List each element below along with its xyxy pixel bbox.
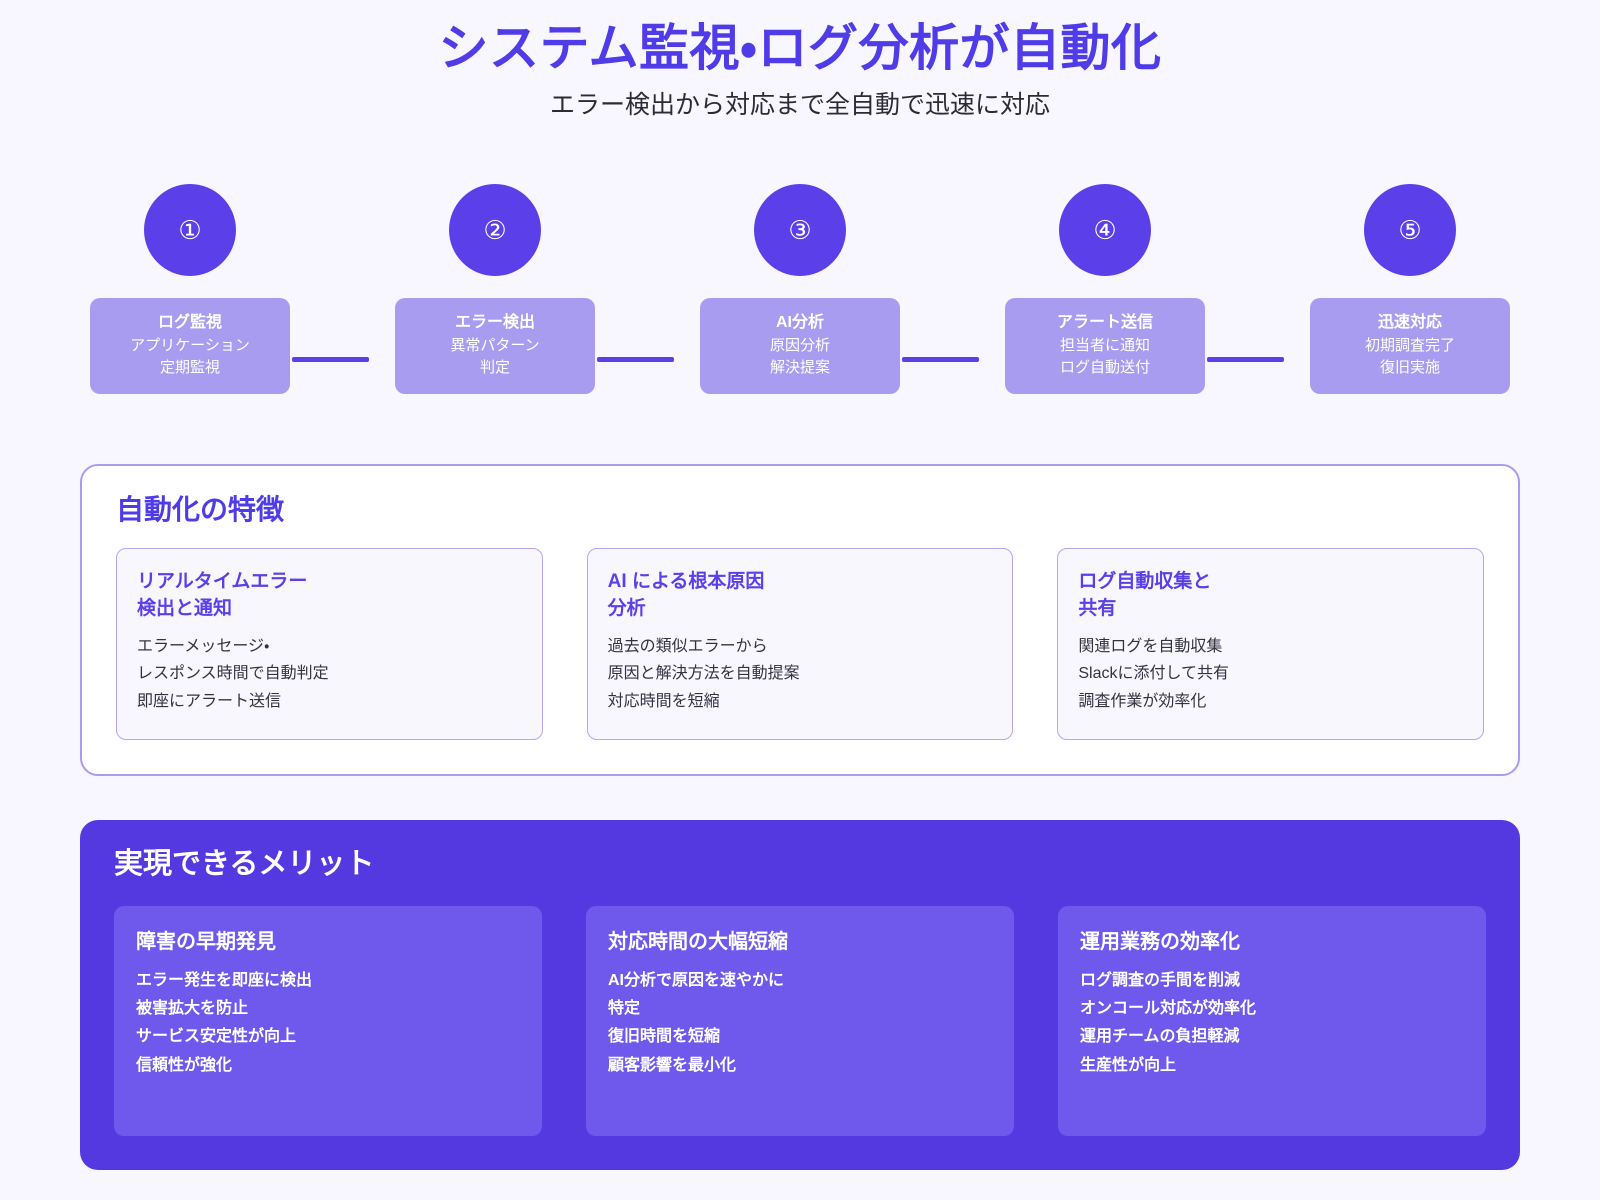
- step-detail-line-2: 復旧実施: [1379, 359, 1440, 377]
- benefit-card[interactable]: 対応時間の大幅短縮 AI分析で原因を速やかに 特定 復旧時間を短縮 顧客影響を最…: [586, 906, 1014, 1137]
- step-number-badge: ③: [754, 183, 846, 276]
- step-detail-line-2: 判定: [479, 359, 510, 377]
- step-number-badge: ②: [449, 183, 541, 276]
- feature-card-body: 過去の類似エラーから 原因と解決方法を自動提案 対応時間を短縮: [607, 637, 800, 710]
- benefits-heading: 実現できるメリット: [114, 848, 375, 881]
- feature-card-title: ログ自動収集と 共有: [1078, 570, 1212, 619]
- step-title: アラート送信: [1056, 314, 1153, 332]
- step-detail-line-1: 初期調査完了: [1364, 336, 1455, 354]
- flow-step-2[interactable]: ② エラー検出 異常パターン 判定: [395, 183, 595, 394]
- benefit-card-title: 運用業務の効率化: [1080, 931, 1240, 954]
- benefits-grid: 障害の早期発見 エラー発生を即座に検出 被害拡大を防止 サービス安定性が向上 信…: [114, 906, 1486, 1137]
- step-detail-line-2: ログ自動送付: [1059, 359, 1150, 377]
- step-number-badge: ①: [144, 183, 236, 276]
- feature-card-title: AI による根本原因 分析: [607, 570, 765, 619]
- flow-steps: ① ログ監視 アプリケーション 定期監視 ② エラー検出 異常パターン 判定 ③: [90, 183, 1510, 404]
- page-title: システム監視・ログ分析が自動化: [438, 20, 1162, 76]
- benefit-card[interactable]: 障害の早期発見 エラー発生を即座に検出 被害拡大を防止 サービス安定性が向上 信…: [114, 906, 542, 1137]
- flow-connector-2-3: [597, 356, 674, 362]
- feature-card-title: リアルタイムエラー 検出と通知: [137, 570, 308, 619]
- process-flow: ① ログ監視 アプリケーション 定期監視 ② エラー検出 異常パターン 判定 ③: [90, 183, 1510, 404]
- benefit-card-title: 対応時間の大幅短縮: [608, 931, 788, 954]
- step-title: 迅速対応: [1377, 314, 1442, 332]
- flow-step-5[interactable]: ⑤ 迅速対応 初期調査完了 復旧実施: [1310, 183, 1510, 394]
- benefit-card-body: AI分析で原因を速やかに 特定 復旧時間を短縮 顧客影響を最小化: [608, 972, 785, 1074]
- step-box: 迅速対応 初期調査完了 復旧実施: [1310, 297, 1510, 394]
- feature-card[interactable]: ログ自動収集と 共有 関連ログを自動収集 Slackに添付して共有 調査作業が効…: [1057, 547, 1485, 741]
- benefit-card-title: 障害の早期発見: [136, 931, 276, 954]
- step-number-badge: ⑤: [1364, 183, 1456, 276]
- step-detail-line-1: 原因分析: [769, 336, 830, 354]
- step-number-badge: ④: [1059, 183, 1151, 276]
- flow-step-3[interactable]: ③ AI分析 原因分析 解決提案: [700, 183, 900, 394]
- step-title: エラー検出: [454, 314, 535, 332]
- flow-connector-4-5: [1207, 356, 1284, 362]
- benefits-panel: 実現できるメリット 障害の早期発見 エラー発生を即座に検出 被害拡大を防止 サー…: [80, 820, 1520, 1171]
- step-box: アラート送信 担当者に通知 ログ自動送付: [1005, 297, 1205, 394]
- flow-connector-1-2: [292, 356, 369, 362]
- step-detail-line-2: 定期監視: [159, 359, 220, 377]
- features-heading: 自動化の特徴: [116, 493, 285, 525]
- step-box: AI分析 原因分析 解決提案: [700, 297, 900, 394]
- benefit-card[interactable]: 運用業務の効率化 ログ調査の手間を削減 オンコール対応が効率化 運用チームの負担…: [1058, 906, 1486, 1137]
- flow-step-4[interactable]: ④ アラート送信 担当者に通知 ログ自動送付: [1005, 183, 1205, 394]
- step-detail-line-1: アプリケーション: [130, 336, 250, 354]
- step-box: エラー検出 異常パターン 判定: [395, 297, 595, 394]
- step-box: ログ監視 アプリケーション 定期監視: [90, 297, 290, 394]
- feature-card[interactable]: リアルタイムエラー 検出と通知 エラーメッセージ・ レスポンス時間で自動判定 即…: [116, 547, 543, 741]
- benefit-card-body: エラー発生を即座に検出 被害拡大を防止 サービス安定性が向上 信頼性が強化: [136, 972, 313, 1074]
- features-panel: 自動化の特徴 リアルタイムエラー 検出と通知 エラーメッセージ・ レスポンス時間…: [80, 463, 1520, 777]
- page-subtitle: エラー検出から対応まで全自動で迅速に対応: [549, 91, 1050, 119]
- features-grid: リアルタイムエラー 検出と通知 エラーメッセージ・ レスポンス時間で自動判定 即…: [116, 547, 1485, 741]
- step-detail-line-1: 担当者に通知: [1059, 336, 1150, 354]
- benefit-card-body: ログ調査の手間を削減 オンコール対応が効率化 運用チームの負担軽減 生産性が向上: [1080, 972, 1257, 1074]
- step-title: ログ監視: [157, 314, 222, 332]
- page-header: システム監視・ログ分析が自動化 エラー検出から対応まで全自動で迅速に対応: [0, 0, 1600, 122]
- feature-card-body: エラーメッセージ・ レスポンス時間で自動判定 即座にアラート送信: [137, 637, 329, 710]
- flow-step-1[interactable]: ① ログ監視 アプリケーション 定期監視: [90, 183, 290, 394]
- flow-connector-3-4: [902, 356, 979, 362]
- feature-card[interactable]: AI による根本原因 分析 過去の類似エラーから 原因と解決方法を自動提案 対応…: [586, 547, 1014, 741]
- step-detail-line-2: 解決提案: [769, 359, 830, 377]
- step-title: AI分析: [775, 314, 824, 332]
- step-detail-line-1: 異常パターン: [450, 336, 540, 354]
- feature-card-body: 関連ログを自動収集 Slackに添付して共有 調査作業が効率化: [1078, 637, 1229, 710]
